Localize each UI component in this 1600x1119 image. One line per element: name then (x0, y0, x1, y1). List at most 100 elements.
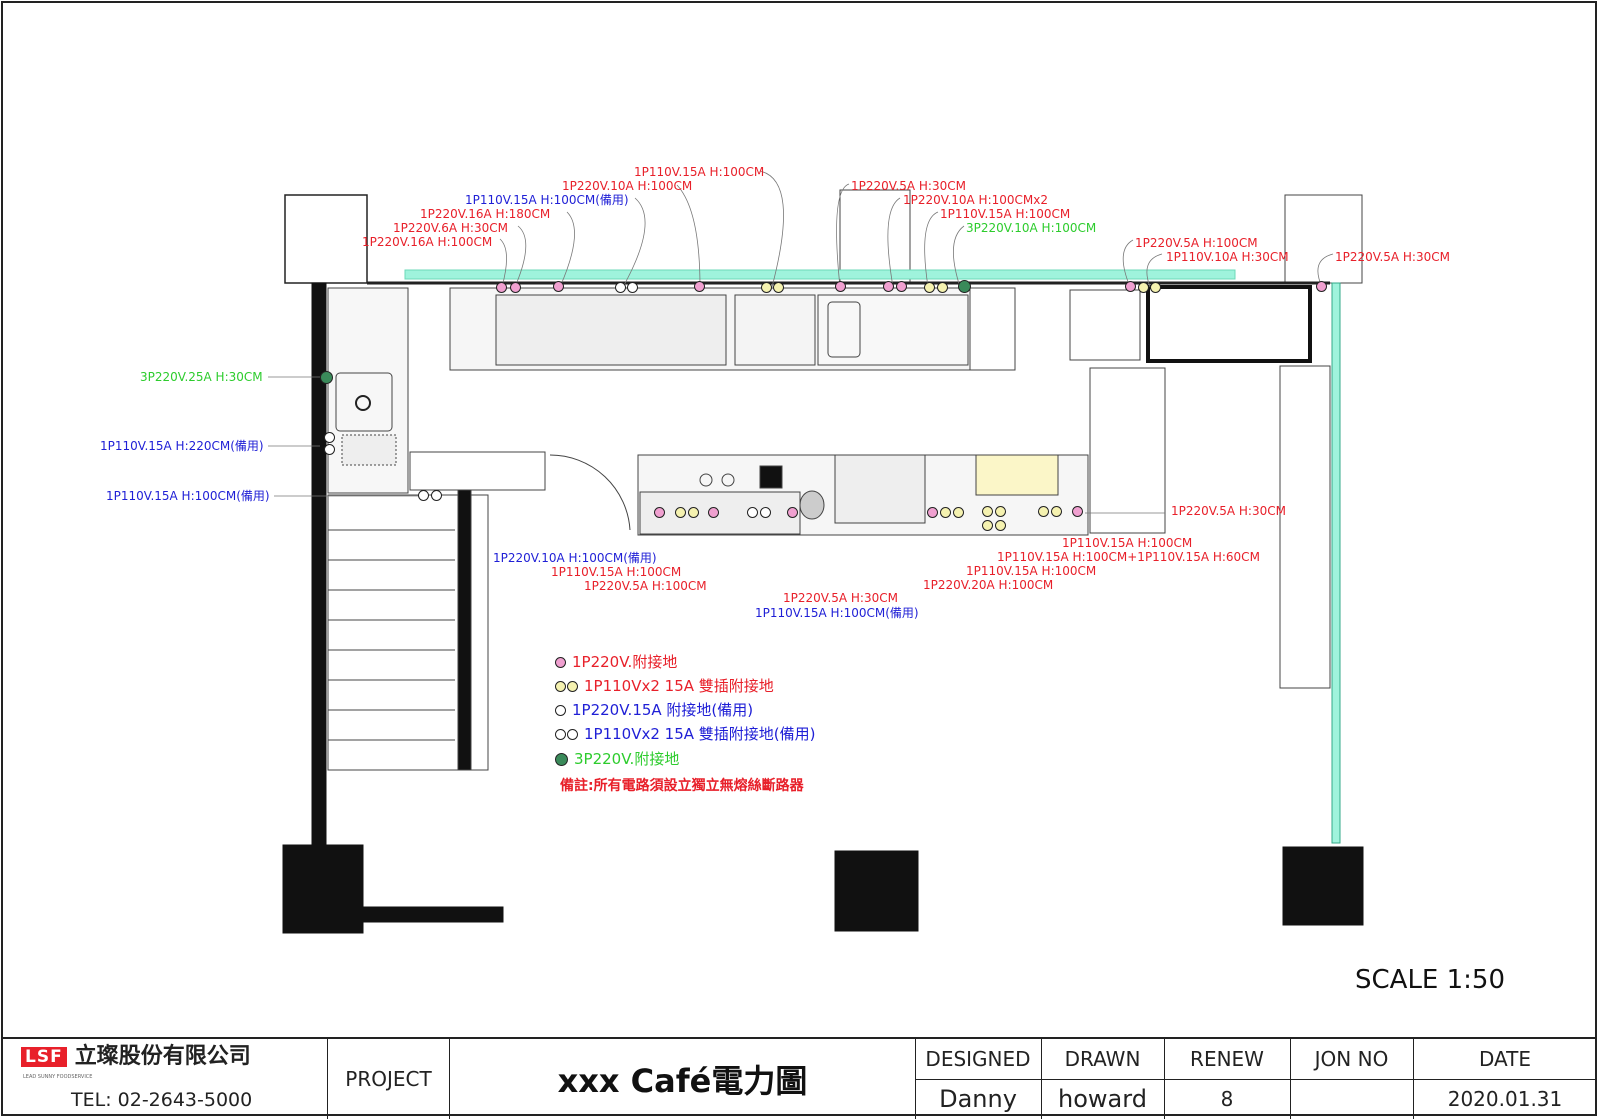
header-jon-no: JON NO (1314, 1047, 1389, 1071)
circuit-label: 1P110V.15A H:100CM (1062, 536, 1193, 550)
white-outlet-icon (567, 728, 578, 740)
project-label: PROJECT (327, 1039, 449, 1119)
circuit-label: 1P110V.15A H:220CM(備用) (100, 439, 264, 453)
circuit-label: 1P220V.10A H:100CMx2 (903, 193, 1048, 207)
renew-value: 8 (1220, 1087, 1234, 1111)
header-designed: DESIGNED (925, 1047, 1031, 1071)
outlet-1p110v-spare (760, 507, 771, 518)
shelf (409, 451, 546, 491)
outlet-1p220v (883, 281, 894, 292)
outlet-1p110v (937, 282, 948, 293)
outlet-1p110v-spare (418, 490, 429, 501)
company-tel: TEL: 02-2643-5000 (71, 1089, 253, 1111)
cabinet (1069, 289, 1141, 361)
legend-item-1p220v: 1P220V.附接地 (555, 653, 677, 671)
legend-item-3p220v: 3P220V.附接地 (555, 750, 679, 768)
outlet-1p110v (675, 507, 686, 518)
header-date: DATE (1478, 1047, 1532, 1071)
circuit-label: 1P220V.16A H:180CM (420, 207, 551, 221)
outlet-3p220v (320, 371, 333, 384)
outlet-1p110v-spare (627, 282, 638, 293)
outlet-1p110v (924, 282, 935, 293)
outlet-1p110v (761, 282, 772, 293)
circuit-label: 1P220V.5A H:30CM (851, 179, 966, 193)
outlet-1p220v (835, 281, 846, 292)
circuit-label: 1P110V.10A H:30CM (1166, 250, 1289, 264)
legend-item-1p220v-spare: 1P220V.15A 附接地(備用) (555, 701, 753, 719)
outlet-1p220v (496, 282, 507, 293)
back-counter-unit (734, 294, 816, 366)
pink-outlet-icon (555, 656, 566, 668)
white-outlet-icon (555, 728, 566, 740)
circuit-label: 1P220V.5A H:100CM (584, 579, 707, 593)
yellow-outlet-icon (555, 680, 566, 692)
outlet-1p220v (927, 507, 938, 518)
drainboard (341, 434, 397, 466)
leader-lines (268, 170, 1334, 514)
project-title: xxx Café電力圖 (449, 1039, 915, 1119)
company-brand: LSF 立璨股份有限公司 (21, 1043, 251, 1071)
ventilation-duct (404, 269, 1236, 280)
company-logo: LSF (21, 1047, 67, 1067)
column-top-right (1284, 194, 1363, 284)
staircase (327, 489, 489, 771)
column-bottom-left (282, 844, 364, 934)
circuit-label: 1P220V.5A H:30CM (1335, 250, 1450, 264)
legend-item-1p110v-spare: 1P110Vx2 15A 雙插附接地(備用) (555, 725, 816, 743)
legend-item-1p110v: 1P110Vx2 15A 雙插附接地 (555, 677, 774, 695)
white-outlet-icon (555, 704, 566, 716)
drawn-value: howard (1058, 1085, 1147, 1113)
circuit-label: 1P110V.15A H:100CM (551, 565, 682, 579)
circuit-label: 1P220V.10A H:100CM(備用) (493, 551, 657, 565)
circuit-label: 1P110V.15A H:100CM(備用) (106, 489, 270, 503)
fridge (1089, 367, 1166, 534)
circuit-label: 3P220V.25A H:30CM (140, 370, 263, 384)
column-bottom-right (1282, 846, 1364, 926)
wall-stub (362, 906, 504, 923)
outlet-1p220v (553, 281, 564, 292)
outlet-1p110v-spare (431, 490, 442, 501)
prep-area (975, 454, 1059, 496)
outlet-1p110v (995, 520, 1006, 531)
legend-label: 1P220V.附接地 (572, 653, 678, 671)
back-counter-unit (817, 294, 969, 366)
grinder (799, 490, 825, 520)
outlet-1p110v (940, 507, 951, 518)
outlet-1p110v (1138, 282, 1149, 293)
outlet-3p220v (958, 280, 971, 293)
date-value: 2020.01.31 (1447, 1087, 1563, 1111)
legend-label: 1P220V.15A 附接地(備用) (572, 701, 754, 719)
circuit-label: 1P220V.16A H:100CM (362, 235, 493, 249)
title-block: LSF 立璨股份有限公司 LEAD SUNNY FOODSERVICE TEL:… (1, 1037, 1597, 1119)
circuit-label: 3P220V.10A H:100CM (966, 221, 1097, 235)
outlet-1p110v (995, 506, 1006, 517)
outlet-1p220v (708, 507, 719, 518)
espresso-machine (834, 454, 926, 524)
back-counter-unit (969, 287, 1016, 371)
outlet-1p220v (694, 281, 705, 292)
drain (355, 395, 371, 411)
yellow-outlet-icon (567, 680, 578, 692)
outlet-1p110v (688, 507, 699, 518)
outlet-1p220v (510, 282, 521, 293)
display-case (1146, 285, 1312, 363)
outlet-1p220v (896, 281, 907, 292)
column-bottom-center (834, 850, 919, 932)
circuit-label: 1P110V.15A H:100CM(備用) (755, 606, 919, 620)
legend-note: 備註:所有電路須設立獨立無熔絲斷路器 (560, 778, 804, 794)
front-counter-base (639, 491, 801, 535)
right-glass-wall (1331, 282, 1341, 844)
column-top-left (284, 194, 368, 284)
circuit-label: 1P110V.15A H:100CM (966, 564, 1097, 578)
back-counter-equipment (495, 294, 727, 366)
outlet-1p110v (1051, 506, 1062, 517)
circuit-label: 1P220V.5A H:30CM (783, 591, 898, 605)
jon-no-value (1290, 1079, 1413, 1119)
circuit-label: 1P220V.5A H:100CM (1135, 236, 1258, 250)
circuit-label: 1P110V.15A H:100CM (634, 165, 765, 179)
outlet-1p220v (787, 507, 798, 518)
legend-label: 1P110Vx2 15A 雙插附接地 (584, 677, 774, 695)
designed-value: Danny (939, 1085, 1017, 1113)
